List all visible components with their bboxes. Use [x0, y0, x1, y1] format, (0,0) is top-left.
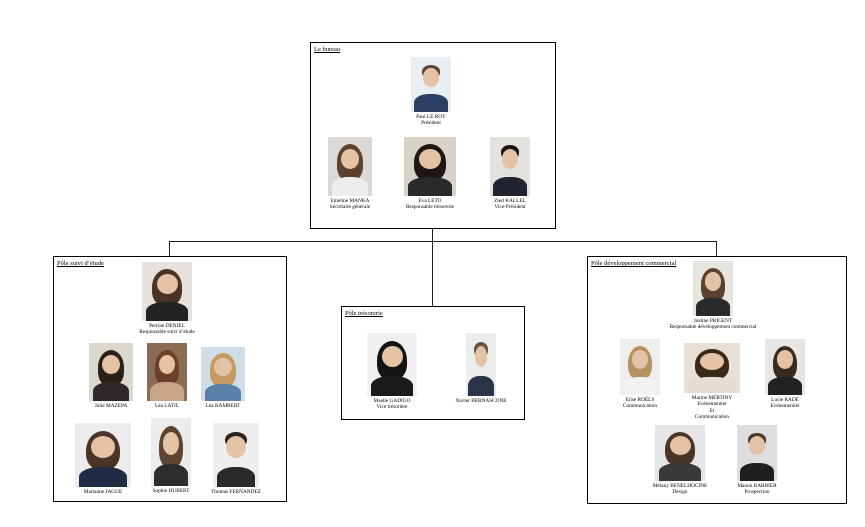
portrait-photo — [151, 418, 191, 486]
member-marianne-jague: Marianne JAGUE — [58, 423, 148, 495]
member-name: Mélany BENELHOCINE — [652, 483, 708, 489]
portrait-photo — [684, 343, 740, 393]
connector-bureau-down — [432, 228, 434, 242]
connector-horizontal — [169, 241, 717, 243]
member-name: Elise ROËLS — [625, 397, 655, 403]
member-role: Communication — [622, 403, 658, 410]
portrait-photo — [655, 425, 705, 481]
member-caption: Julie MAZEPA — [95, 403, 128, 409]
member-name: Zied KALLEL — [494, 198, 526, 204]
member-name: Perrine DENIEL — [149, 323, 185, 329]
portrait-photo — [737, 425, 777, 481]
member-lea-latil: Léa LATIL — [122, 343, 212, 409]
connector-tresorerie — [432, 241, 434, 307]
member-name: Emeline MANKA — [330, 198, 370, 204]
member-role: Responsable trésorerie — [405, 204, 455, 211]
member-name: Maelle GADIGO — [373, 398, 411, 404]
connector-dev — [716, 241, 718, 257]
member-name: Marine MERTINY — [691, 395, 733, 401]
member-caption: Xavier BERNASCONE — [455, 398, 506, 404]
member-role: Design — [672, 489, 688, 496]
group-title: Pôle trésorerie — [345, 310, 383, 317]
member-caption: Léa LATIL — [155, 403, 179, 409]
member-name: Justine PRIGENT — [693, 318, 733, 324]
member-role: Responsable suivi d’étude — [139, 329, 195, 336]
portrait-photo — [490, 137, 530, 196]
member-name: Lucie RADÉ — [771, 397, 799, 403]
member-thomas-fernandez: Thomas FERNANDEZ — [191, 423, 281, 495]
portrait-photo — [620, 339, 660, 395]
member-role: Vice-Président — [494, 204, 526, 211]
member-lea-rambert: Léa RAMBERT — [178, 347, 268, 409]
member-name: Manon BARBIER — [737, 483, 777, 489]
member-name: Léa LATIL — [155, 403, 179, 409]
portrait-photo — [213, 423, 259, 487]
portrait-photo — [147, 343, 187, 401]
member-role: Responsable développement commercial — [669, 324, 757, 331]
member-role: Président — [421, 120, 441, 127]
member-name: Eva LETO — [418, 198, 442, 204]
member-caption: Marianne JAGUE — [84, 489, 122, 495]
portrait-photo — [765, 339, 805, 395]
portrait-photo — [367, 333, 417, 396]
portrait-photo — [411, 57, 451, 112]
member-name: Paul LE ROY — [416, 114, 446, 120]
portrait-photo — [201, 347, 245, 401]
portrait-photo — [89, 343, 133, 401]
member-role: Evénementiel — [697, 401, 727, 408]
member-julie-mazepa: Julie MAZEPA — [66, 343, 156, 409]
member-name: Sophie HUBERT — [152, 488, 190, 494]
member-caption: Thomas FERNANDEZ — [211, 489, 261, 495]
portrait-photo — [466, 333, 496, 396]
member-caption: Sophie HUBERT — [153, 488, 190, 494]
member-role: Prospection — [744, 489, 770, 496]
member-xavier-bernascone: Xavier BERNASCONE — [436, 333, 526, 404]
connector-suivi — [169, 241, 171, 257]
portrait-photo — [75, 423, 131, 487]
member-name: Léa RAMBERT — [205, 403, 241, 409]
portrait-photo — [404, 137, 456, 196]
group-title: Le bureau — [314, 46, 341, 53]
group-title: Pôle suivi d’étude — [57, 260, 104, 267]
member-name: Julie MAZEPA — [94, 403, 128, 409]
portrait-photo — [142, 262, 192, 321]
member-caption: Léa RAMBERT — [206, 403, 241, 409]
portrait-photo — [693, 261, 733, 316]
member-role: Et — [709, 407, 715, 414]
member-role: Evénementiel — [770, 403, 800, 410]
member-name: Xavier BERNASCONE — [455, 398, 507, 404]
member-name: Thomas FERNANDEZ — [211, 489, 261, 495]
member-role: Vice trésorière — [376, 404, 408, 411]
member-role: Secrétaire générale — [329, 204, 371, 211]
member-sophie-hubert: Sophie HUBERT — [126, 418, 216, 494]
member-role: Communication — [694, 413, 730, 420]
member-name: Marianne JAGUE — [83, 489, 123, 495]
portrait-photo — [328, 137, 372, 196]
group-title: Pôle développement commercial — [591, 260, 677, 267]
